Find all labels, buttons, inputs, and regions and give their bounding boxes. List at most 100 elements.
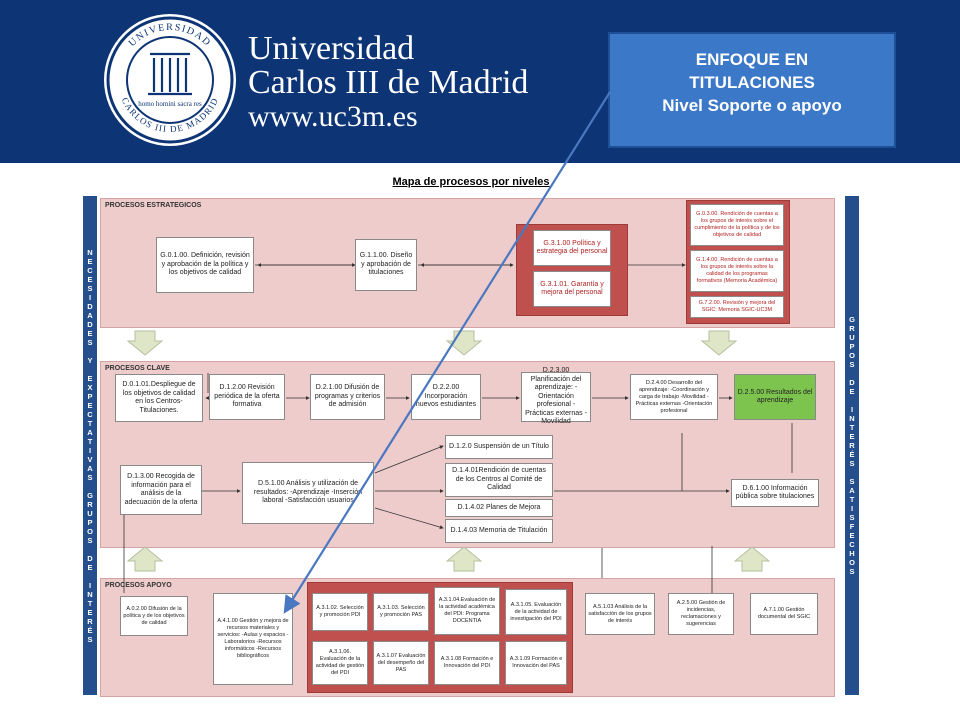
box-a7100: A.7.1.00 Gestión documental del SGIC [750, 593, 818, 635]
seal-motto: homo homini sacra res [138, 100, 202, 108]
sidebar-letter: T [849, 495, 855, 504]
sidebar-letter: P [849, 342, 855, 351]
box-a3103: A.3.1.03. Selección y promoción PAS [373, 593, 429, 631]
box-d120: D.1.2.00 Revisión periódica de la oferta… [209, 374, 285, 420]
sidebar-letter: É [849, 450, 855, 459]
sidebar-letter: D [87, 319, 93, 329]
university-name-line2: Carlos III de Madrid [248, 64, 529, 101]
sidebar-letter: H [849, 549, 855, 558]
sidebar-letter: E [87, 562, 93, 572]
box-g110: G.1.1.00. Diseño y aprobación de titulac… [355, 239, 417, 291]
sidebar-letter: T [87, 598, 93, 608]
sidebar-letter: S [849, 567, 855, 576]
sidebar-letter: S [87, 634, 93, 644]
sidebar-letter: T [87, 418, 93, 428]
box-d230: D.2.3.00 Planificación del aprendizaje: … [521, 367, 591, 425]
box-d240: D.2.4.00 Desarrollo del aprendizaje: -Co… [630, 374, 718, 420]
box-d610: D.6.1.00 Información pública sobre titul… [731, 479, 819, 507]
sidebar-letter: P [87, 391, 93, 401]
sidebar-letter: E [87, 274, 93, 284]
diagram-title: Mapa de procesos por niveles [392, 176, 550, 188]
sidebar-letter: R [87, 499, 93, 509]
box-g311: G.3.1.01. Garantía y mejora del personal [533, 271, 611, 307]
box-a3104: A.3.1.04.Evaluación de la actividad acad… [434, 587, 500, 635]
sidebar-letter: I [88, 445, 92, 455]
box-a2500: A.2.5.00 Gestión de incidencias, reclama… [668, 593, 734, 635]
sidebar-letter: N [849, 414, 855, 423]
sidebar-letter: I [850, 405, 854, 414]
university-name-line1: Universidad [248, 30, 415, 67]
sidebar-letter: S [87, 283, 93, 293]
sidebar-letter: A [849, 486, 855, 495]
sidebar-letter: F [849, 522, 855, 531]
university-seal-icon: UNIVERSIDAD CARLOS III DE MADRID homo ho… [104, 14, 236, 146]
sidebar-letter: S [87, 472, 93, 482]
box-d510: D.5.1.00 Análisis y utilización de resul… [242, 462, 374, 524]
box-g720: G.7.2.00. Revisión y mejora del SGIC: Me… [690, 296, 784, 318]
sidebar-letter: I [850, 504, 854, 513]
up-arrow-3 [733, 546, 771, 572]
sidebar-letter: D [87, 301, 93, 311]
sidebar-letter: O [87, 526, 93, 536]
sidebar-letter: R [849, 441, 855, 450]
sidebar-letter: S [849, 360, 855, 369]
box-d130: D.1.3.00 Recogida de información para el… [120, 465, 202, 515]
sidebar-letter: Y [87, 355, 93, 365]
sidebar-letter: U [87, 508, 93, 518]
callout-line2: TITULACIONES [689, 73, 815, 92]
sidebar-letter: S [849, 459, 855, 468]
box-a3107: A.3.1.07 Evaluación del desempeño del PA… [373, 641, 429, 685]
sidebar-letter: E [87, 607, 93, 617]
sidebar-letter: I [88, 292, 92, 302]
sidebar-letter: C [87, 265, 93, 275]
section-key-label: PROCESOS CLAVE [105, 365, 170, 372]
up-arrow-2 [445, 546, 483, 572]
box-g310: G.3.1.00 Política y estrategia del perso… [533, 230, 611, 266]
sidebar-letter: V [87, 454, 93, 464]
section-strategic-label: PROCESOS ESTRATEGICOS [105, 202, 202, 209]
box-a5103: A.5.1.03 Análisis de la satisfacción de … [585, 593, 655, 635]
sidebar-letter: S [87, 337, 93, 347]
box-d1401: D.1.4.01Rendición de cuentas de los Cent… [445, 463, 553, 497]
box-a020: A.0.2.00 Difusión de la política y de lo… [120, 596, 188, 636]
sidebar-letter: C [849, 540, 855, 549]
sidebar-letter: E [87, 328, 93, 338]
box-a3106: A.3.1.06. Evaluación de la actividad de … [312, 641, 368, 685]
box-d220: D.2.2.00 Incorporación nuevos estudiante… [411, 374, 481, 420]
sidebar-letter: S [849, 477, 855, 486]
sidebar-letter: R [87, 616, 93, 626]
section-support-label: PROCESOS APOYO [105, 582, 172, 589]
sidebar-letter: S [849, 513, 855, 522]
callout-line3: Nivel Soporte o apoyo [662, 96, 842, 115]
box-g030: G.0.3.00. Rendición de cuentas a los gru… [690, 204, 784, 246]
university-website: www.uc3m.es [248, 100, 418, 133]
box-d010: D.0.1.01.Despliegue de los objetivos de … [115, 374, 203, 422]
box-a3105: A.3.1.05. Evaluación de la actividad de … [505, 589, 567, 635]
sidebar-letter: E [87, 400, 93, 410]
callout-line1: ENFOQUE EN [695, 50, 809, 69]
sidebar-letter: O [849, 351, 855, 360]
sidebar-letter: R [849, 324, 855, 333]
sidebar-letter: E [849, 387, 855, 396]
box-g010: G.0.1.00. Definición, revisión y aprobac… [156, 237, 254, 293]
box-d250: D.2.5.00 Resultados del aprendizaje [734, 374, 816, 420]
sidebar-letter: X [87, 382, 93, 392]
sidebar-letter: C [87, 409, 93, 419]
up-arrow-1 [126, 546, 164, 572]
sidebar-letter: É [87, 625, 93, 635]
sidebar-letter: D [849, 378, 855, 387]
down-arrow-1 [126, 330, 164, 356]
box-a3102: A.3.1.02. Selección y promoción PDI [312, 593, 368, 631]
sidebar-letter: N [87, 589, 93, 599]
sidebar-letter: A [87, 310, 93, 320]
box-a3108: A.3.1.08 Formación e Innovación del PDI [434, 641, 500, 685]
box-d210: D.2.1.00 Difusión de programas y criteri… [310, 374, 385, 420]
sidebar-letter: T [87, 436, 93, 446]
sidebar-letter: T [849, 423, 855, 432]
box-d1403: D.1.4.03 Memoria de Titulación [445, 519, 553, 543]
sidebar-letter: I [88, 580, 92, 590]
focus-callout: ENFOQUE EN TITULACIONES Nivel Soporte o … [608, 32, 896, 148]
sidebar-letter: E [87, 256, 93, 266]
